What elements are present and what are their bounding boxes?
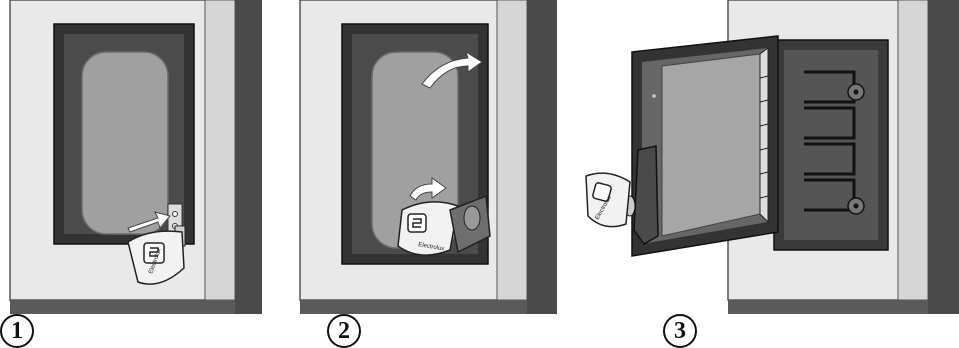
step-1-illustration: Electrolux: [0, 0, 262, 314]
step-number-3: 3: [663, 314, 697, 348]
latch-handle: [634, 146, 658, 244]
step-number-2: 2: [327, 314, 361, 348]
step-2-illustration: Electrolux: [290, 0, 557, 314]
service-key-icon: Electrolux: [586, 173, 630, 227]
step-3-illustration: Electrolux: [578, 0, 959, 314]
step-number-1: 1: [0, 314, 34, 348]
glass-window: [82, 52, 168, 234]
